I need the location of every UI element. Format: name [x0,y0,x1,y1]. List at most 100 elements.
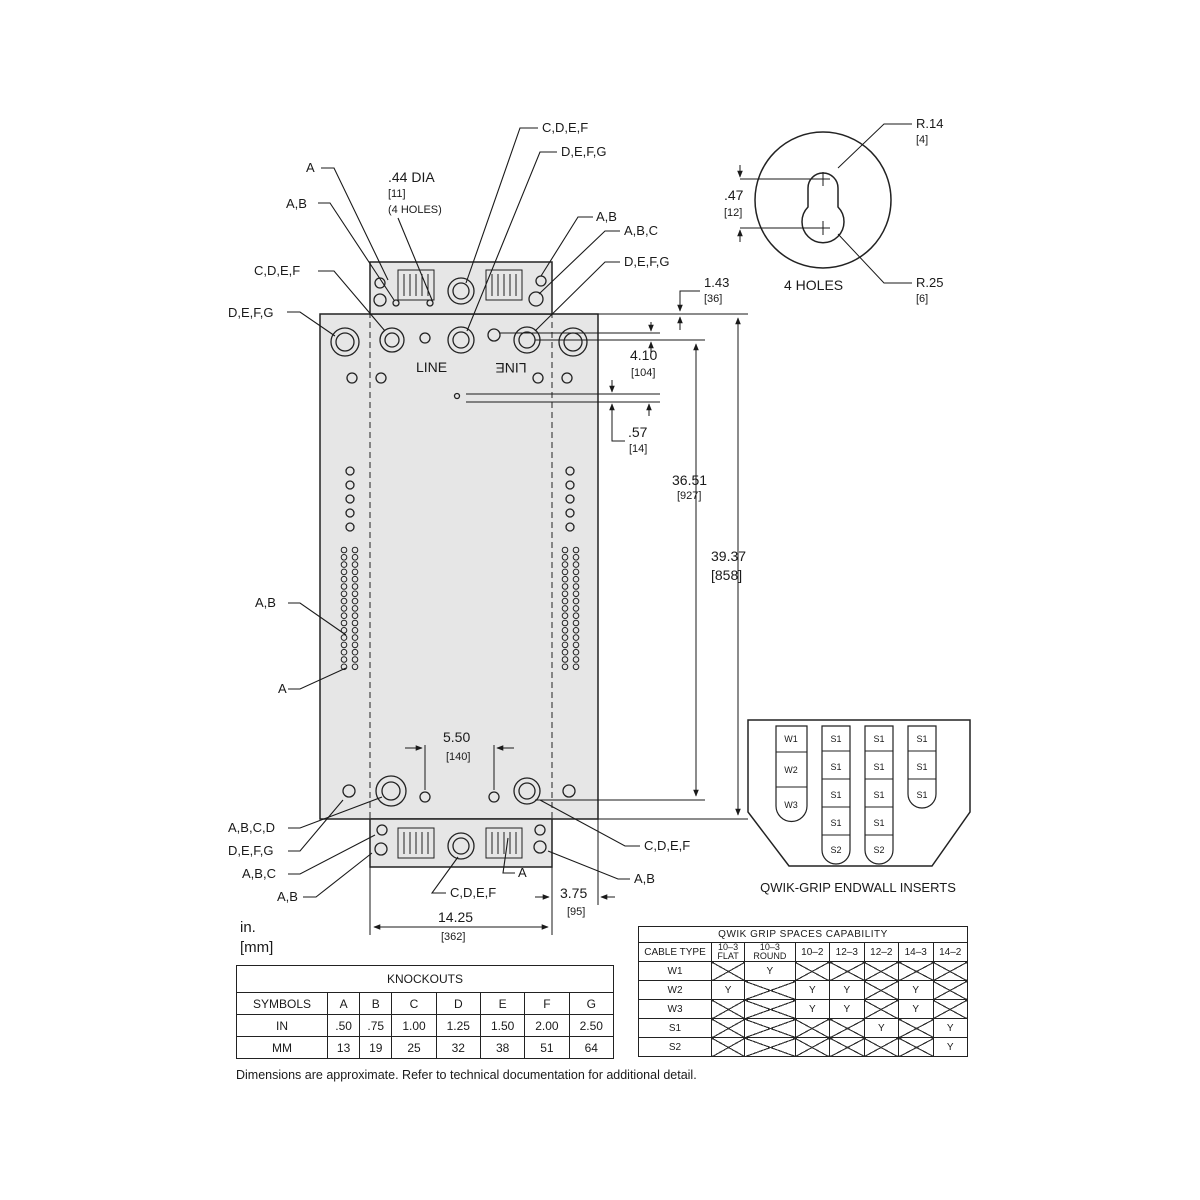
side-hole [572,612,580,620]
side-hole [572,575,580,583]
knockouts-table: KNOCKOUTS SYMBOLS A B C D E F G IN .50 .… [236,965,615,1059]
side-hole [561,597,569,605]
qwik-grip-cell-unavailable [863,980,900,1000]
qwik-grip-cell-unavailable [863,999,900,1019]
qwik-grip-cable-type: S1 [638,1018,712,1038]
detail-047: .47 [724,187,744,203]
side-hole [561,663,569,671]
knockouts-cell: IN [236,1014,328,1037]
knockouts-cell: MM [236,1036,328,1059]
side-hole [340,663,348,671]
qwik-grip-cell: Y [744,961,796,981]
side-hole [561,612,569,620]
dimension-lines [369,290,748,935]
insert-slot: S1 [916,790,927,800]
qwik-grip-cell-unavailable [932,999,968,1019]
qwik-grip-cable-type: W1 [638,961,712,981]
qwik-grip-cable-type: S2 [638,1037,712,1057]
callout-abcd-bottom: A,B,C,D [228,820,275,835]
qwik-grip-header: 10–2 [794,942,831,962]
knockouts-header: A [326,992,361,1015]
side-hole [572,627,580,634]
qwik-grip-cell: Y [829,980,865,1000]
dim-057-mm: [14] [629,443,647,455]
knockouts-cell: 1.00 [391,1014,437,1037]
side-hole [572,641,580,649]
side-hole [340,554,348,561]
side-hole [340,597,348,605]
side-hole [572,554,580,561]
side-hole [572,568,580,576]
qwik-grip-cell: Y [710,980,746,1000]
line-label-left: LINE [416,359,447,375]
callout-defg-top: D,E,F,G [561,144,607,159]
side-hole [340,612,348,620]
side-hole [351,634,359,641]
callout-a-top: A [306,160,315,175]
knockouts-title: KNOCKOUTS [236,965,614,993]
qwik-grip-cell: Y [898,999,934,1019]
insert-slot: S1 [830,734,841,744]
insert-slot: S1 [830,790,841,800]
table-row: MM 13 19 25 32 38 51 64 [236,1036,615,1059]
callout-cdef-top: C,D,E,F [542,120,588,135]
insert-slot: S1 [873,818,884,828]
qwik-grip-cell-unavailable [744,980,796,1000]
side-hole [351,663,359,671]
knockouts-cell: 2.50 [568,1014,615,1037]
side-hole [572,648,580,656]
side-hole [561,648,569,656]
side-hole [340,648,348,656]
callout-ab-side: A,B [255,595,276,610]
knockouts-cell: 2.00 [524,1014,570,1037]
side-hole [351,656,359,663]
side-hole [561,554,569,561]
qwik-grip-cell-unavailable [898,1018,934,1038]
knockouts-cell: 32 [435,1036,481,1059]
side-hole [340,605,348,612]
callout-abc-top-right: A,B,C [624,223,658,238]
detail-r14: R.14 [916,116,943,131]
qwik-grip-cell-unavailable [932,961,968,981]
dim-14-25: 14.25 [438,909,473,925]
dim-39-37: 39.37 [711,548,746,564]
side-hole [340,568,348,576]
callout-ab-top-left: A,B [286,196,307,211]
side-hole [561,575,569,583]
knockouts-header: C [391,992,437,1015]
side-hole [561,641,569,649]
side-hole [340,590,348,598]
dim-4-10-mm: [104] [631,367,655,379]
side-holes [345,466,575,532]
knockouts-header: F [524,992,570,1015]
callout-labels: A .44 DIA [11] (4 HOLES) A,B C,D,E,F D,E… [228,120,690,904]
qwik-grip-cell-unavailable [710,961,746,981]
side-hole [561,590,569,598]
knockouts-cell: 19 [359,1036,393,1059]
side-hole [561,561,569,568]
qwik-grip-header: 14–2 [932,942,968,962]
qwik-grip-cell-unavailable [829,1037,865,1057]
qwik-grip-cell-unavailable [863,961,900,981]
side-hole [572,605,580,612]
insert-slot: S1 [873,790,884,800]
callout-defg-left: D,E,F,G [228,305,274,320]
callout-a-bottom: A [518,865,527,880]
insert-slot: S2 [873,845,884,855]
side-hole [572,546,580,554]
knockouts-cell: 25 [391,1036,437,1059]
knockouts-cell: 1.25 [435,1014,481,1037]
qwik-grip-cell-unavailable [744,1037,796,1057]
qwik-grip-cable-type: W3 [638,999,712,1019]
detail-047-mm: [12] [724,207,742,219]
dim-4-10: 4.10 [630,347,657,363]
qwik-grip-cell-unavailable [710,1018,746,1038]
detail-r14-mm: [4] [916,134,928,146]
callout-hole-dia: .44 DIA [388,169,435,185]
side-hole [351,612,359,620]
knockouts-header: D [435,992,481,1015]
